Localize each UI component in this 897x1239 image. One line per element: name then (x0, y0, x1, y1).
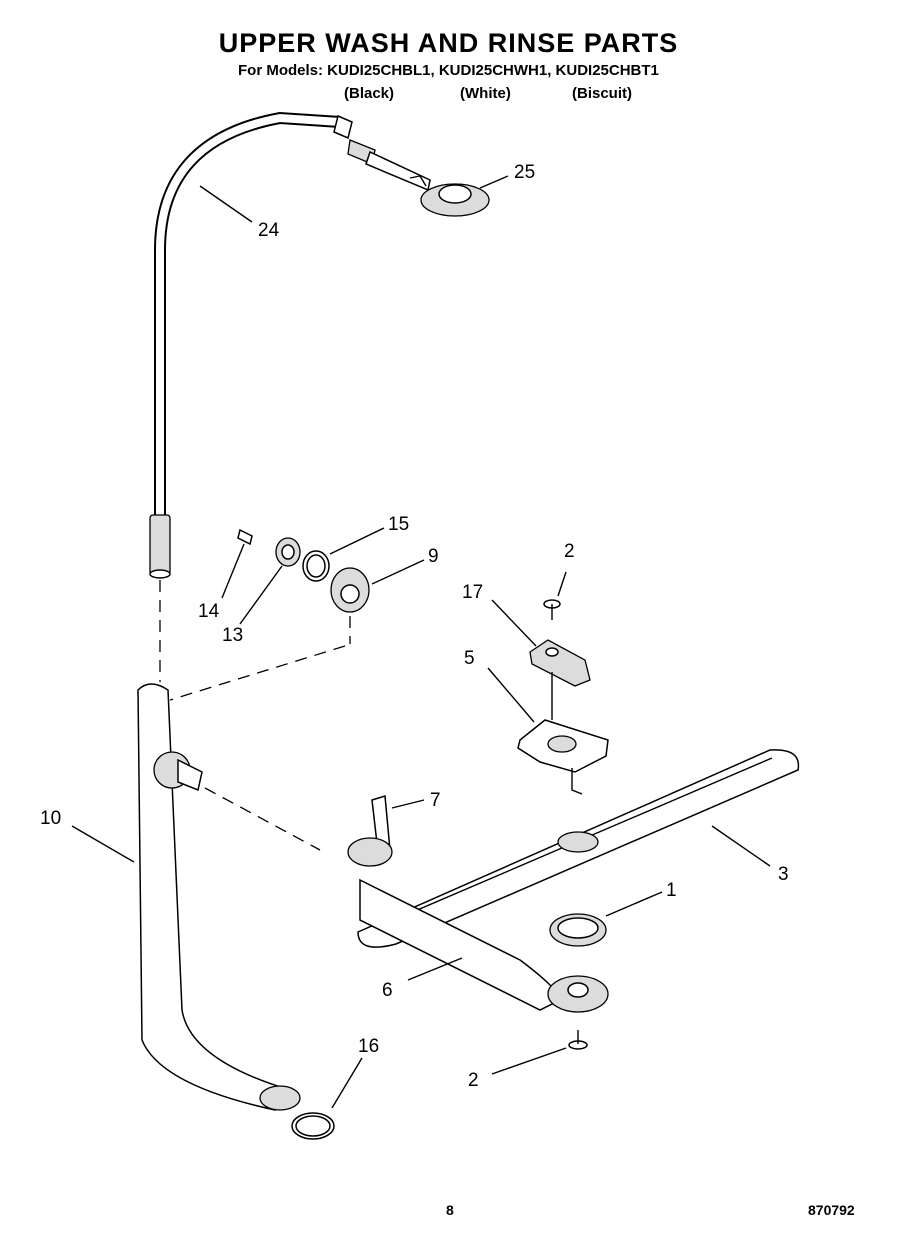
bracket-part-17 (529, 639, 591, 720)
callout-17: 17 (462, 582, 483, 603)
callout-13: 13 (222, 625, 243, 646)
callout-2-lower: 2 (468, 1070, 479, 1091)
callout-6: 6 (382, 980, 393, 1001)
wash-tube-part-6 (359, 878, 609, 1013)
callout-labels: 25 24 15 9 14 13 2 17 5 7 10 3 1 6 16 2 (40, 162, 789, 1091)
color-label-white: (White) (460, 85, 511, 102)
upper-screw-part-2 (543, 599, 561, 620)
callout-16: 16 (358, 1036, 379, 1057)
callout-3: 3 (778, 864, 789, 885)
page-title: UPPER WASH AND RINSE PARTS (218, 28, 679, 58)
ring-part-1 (549, 913, 607, 947)
model-list: For Models: KUDI25CHBL1, KUDI25CHWH1, KU… (238, 62, 659, 79)
fitting-assembly (237, 528, 370, 613)
callout-5: 5 (464, 648, 475, 669)
dashed-guide-manifold (204, 787, 321, 851)
callout-2-upper: 2 (564, 541, 575, 562)
o-ring-part-16 (291, 1112, 335, 1140)
document-number: 870792 (808, 1202, 855, 1218)
page-number: 8 (446, 1202, 454, 1218)
screw-part-14 (237, 528, 253, 546)
callout-10: 10 (40, 808, 61, 829)
callout-24: 24 (258, 220, 280, 241)
hub-part-5 (517, 719, 609, 795)
clip-part-7 (347, 795, 393, 867)
supply-tube-part-24 (149, 111, 353, 579)
manifold-part-10 (137, 683, 301, 1111)
spray-nozzle-part-25 (347, 139, 490, 217)
callout-1: 1 (666, 880, 677, 901)
lower-screw-part-2 (568, 1030, 588, 1050)
callout-14: 14 (198, 601, 220, 622)
callout-7: 7 (430, 790, 441, 811)
callout-15: 15 (388, 514, 409, 535)
color-label-biscuit: (Biscuit) (572, 85, 632, 102)
callout-25: 25 (514, 162, 535, 183)
spray-arm-part-3 (357, 749, 800, 948)
dashed-guide-inlet-2 (169, 645, 346, 701)
callout-9: 9 (428, 546, 439, 567)
color-label-black: (Black) (344, 85, 395, 102)
leader-lines (71, 175, 771, 1109)
